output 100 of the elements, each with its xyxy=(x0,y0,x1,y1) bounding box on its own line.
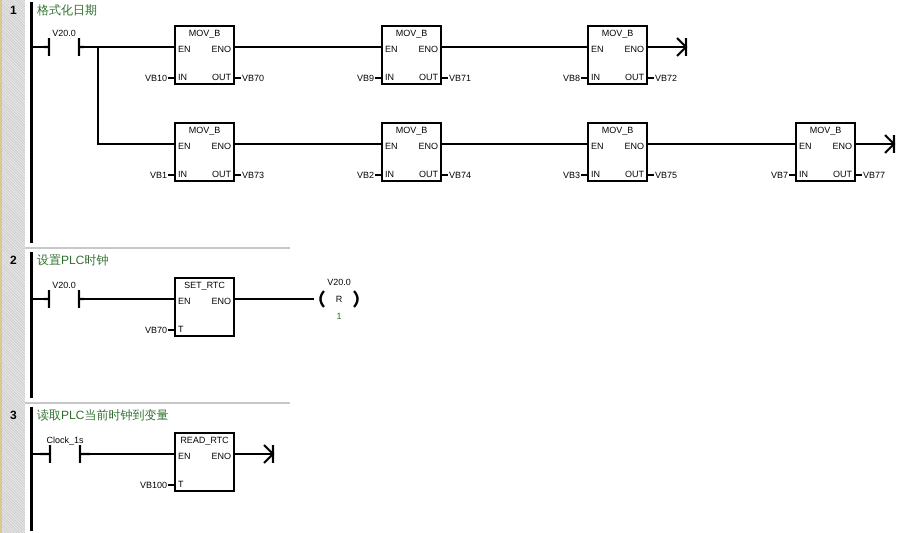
power-rail xyxy=(30,2,33,243)
pin-label: ENO xyxy=(418,141,438,151)
function-block xyxy=(587,25,648,85)
wire xyxy=(84,298,174,300)
operand-label: VB100 xyxy=(140,480,167,490)
pin-label: IN xyxy=(591,169,600,179)
coil-count-label: 1 xyxy=(335,311,342,321)
operand-label: VB2 xyxy=(356,170,374,180)
wire xyxy=(648,143,795,145)
pin-label: OUT xyxy=(625,72,644,82)
operand-label: VB77 xyxy=(863,170,886,180)
contact-label: V20.0 xyxy=(51,28,77,38)
pin-label: EN xyxy=(385,44,398,54)
network-number: 2 xyxy=(10,253,17,267)
pin-label: EN xyxy=(178,141,191,151)
block-title: SET_RTC xyxy=(183,280,226,290)
pin-label: OUT xyxy=(419,169,438,179)
pin-label: ENO xyxy=(624,141,644,151)
wire xyxy=(442,46,587,48)
pin-label: IN xyxy=(799,169,808,179)
block-title: READ_RTC xyxy=(179,435,230,445)
pin-label: ENO xyxy=(418,44,438,54)
network-number: 1 xyxy=(10,3,17,17)
block-title: MOV_B xyxy=(808,125,842,135)
block-title: MOV_B xyxy=(188,28,222,38)
wire xyxy=(90,453,174,455)
function-block xyxy=(174,25,235,85)
pin-label: IN xyxy=(591,72,600,82)
network-comment: 格式化日期 xyxy=(37,3,97,17)
pin-label: EN xyxy=(178,296,191,306)
function-block xyxy=(381,25,442,85)
operand-label: VB74 xyxy=(449,170,472,180)
wire xyxy=(442,143,587,145)
function-block xyxy=(174,122,235,182)
operand-label: VB70 xyxy=(144,325,167,335)
pin-label: ENO xyxy=(624,44,644,54)
pin-label: OUT xyxy=(212,72,231,82)
pin-label: ENO xyxy=(211,296,231,306)
pin-label: EN xyxy=(591,44,604,54)
normally-open-contact xyxy=(40,435,90,465)
block-title: MOV_B xyxy=(600,28,634,38)
pin-label: IN xyxy=(385,72,394,82)
pin-label: EN xyxy=(385,141,398,151)
wire xyxy=(235,46,381,48)
power-rail xyxy=(30,407,33,531)
pin-label: T xyxy=(178,324,184,334)
operand-label: VB71 xyxy=(449,73,472,83)
pin-label: ENO xyxy=(832,141,852,151)
pin-label: IN xyxy=(385,169,394,179)
wire-terminator xyxy=(856,134,896,154)
contact-label: V20.0 xyxy=(51,280,77,290)
operand-label: VB73 xyxy=(242,170,264,180)
pin-label: OUT xyxy=(419,72,438,82)
wire xyxy=(33,453,40,455)
function-block xyxy=(174,432,235,492)
normally-open-contact xyxy=(44,280,84,310)
pin-label: IN xyxy=(178,72,187,82)
normally-open-contact xyxy=(44,28,84,58)
pin-label: EN xyxy=(178,451,191,461)
function-block xyxy=(174,277,235,337)
block-title: MOV_B xyxy=(188,125,222,135)
wire xyxy=(33,298,44,300)
operand-label: VB72 xyxy=(655,73,678,83)
operand-label: VB1 xyxy=(150,170,167,180)
coil-type-label: R xyxy=(334,294,344,304)
operand-label: VB75 xyxy=(655,170,678,180)
operand-label: VB3 xyxy=(562,170,580,180)
wire xyxy=(33,46,44,48)
function-block xyxy=(587,122,648,182)
network-comment: 设置PLC时钟 xyxy=(37,253,108,267)
pin-label: T xyxy=(178,479,184,489)
block-title: MOV_B xyxy=(600,125,634,135)
pin-label: OUT xyxy=(212,169,231,179)
operand-label: VB9 xyxy=(356,73,374,83)
wire xyxy=(84,46,174,145)
wire xyxy=(235,143,381,145)
wire-terminator xyxy=(235,444,274,464)
coil-label: V20.0 xyxy=(326,277,352,287)
wire xyxy=(235,298,314,300)
pin-label: OUT xyxy=(833,169,852,179)
operand-label: VB10 xyxy=(144,73,167,83)
pin-label: EN xyxy=(799,141,812,151)
wire-terminator xyxy=(648,36,688,58)
pin-label: IN xyxy=(178,169,187,179)
pin-label: EN xyxy=(178,44,191,54)
power-rail xyxy=(30,252,33,398)
network-comment: 读取PLC当前时钟到变量 xyxy=(37,408,168,422)
block-title: MOV_B xyxy=(394,125,428,135)
block-title: MOV_B xyxy=(394,28,428,38)
network-number: 3 xyxy=(10,408,17,422)
operand-label: VB70 xyxy=(242,73,264,83)
pin-label: EN xyxy=(591,141,604,151)
pin-label: OUT xyxy=(625,169,644,179)
operand-label: VB7 xyxy=(770,170,788,180)
operand-label: VB8 xyxy=(562,73,580,83)
function-block xyxy=(381,122,442,182)
function-block xyxy=(795,122,856,182)
contact-label: Clock_1s xyxy=(45,435,84,445)
pin-label: ENO xyxy=(211,451,231,461)
pin-label: ENO xyxy=(211,141,231,151)
